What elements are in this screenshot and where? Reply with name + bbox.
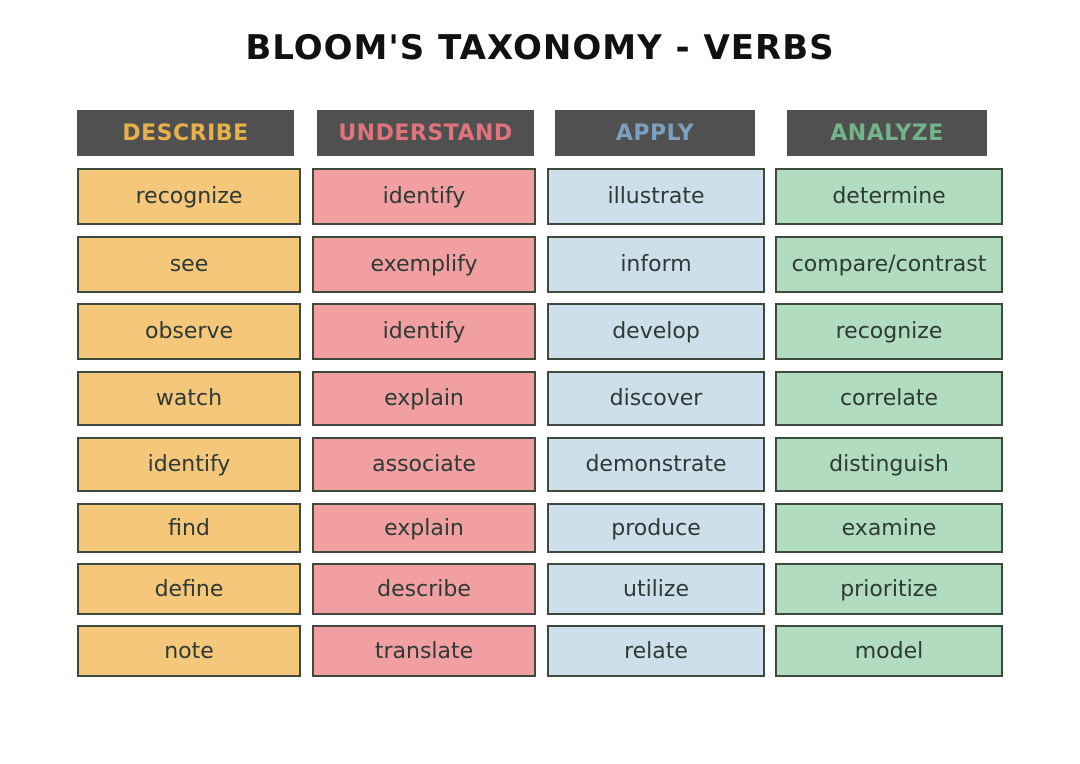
verb-cell: explain bbox=[312, 503, 536, 553]
verb-cell: identify bbox=[312, 168, 536, 225]
verb-cell: identify bbox=[77, 437, 301, 492]
verb-cell: determine bbox=[775, 168, 1003, 225]
verb-cell: watch bbox=[77, 371, 301, 426]
verb-cell: examine bbox=[775, 503, 1003, 553]
verb-cell: relate bbox=[547, 625, 765, 677]
verb-cell: discover bbox=[547, 371, 765, 426]
verb-cell: translate bbox=[312, 625, 536, 677]
verb-cell: observe bbox=[77, 303, 301, 360]
verb-cell: demonstrate bbox=[547, 437, 765, 492]
verb-cell: prioritize bbox=[775, 563, 1003, 615]
verb-cell: find bbox=[77, 503, 301, 553]
verb-cell: describe bbox=[312, 563, 536, 615]
verb-cell: recognize bbox=[77, 168, 301, 225]
page-title: BLOOM'S TAXONOMY - VERBS bbox=[245, 28, 835, 68]
verb-cell: define bbox=[77, 563, 301, 615]
verb-cell: note bbox=[77, 625, 301, 677]
column-header-describe: DESCRIBE bbox=[77, 110, 294, 156]
verb-cell: compare/contrast bbox=[775, 236, 1003, 293]
verb-cell: illustrate bbox=[547, 168, 765, 225]
verb-cell: correlate bbox=[775, 371, 1003, 426]
verb-cell: associate bbox=[312, 437, 536, 492]
verb-cell: develop bbox=[547, 303, 765, 360]
column-header-understand: UNDERSTAND bbox=[317, 110, 534, 156]
verb-cell: model bbox=[775, 625, 1003, 677]
verb-cell: identify bbox=[312, 303, 536, 360]
column-header-analyze: ANALYZE bbox=[787, 110, 987, 156]
verb-cell: produce bbox=[547, 503, 765, 553]
verb-cell: inform bbox=[547, 236, 765, 293]
verb-cell: recognize bbox=[775, 303, 1003, 360]
verb-cell: exemplify bbox=[312, 236, 536, 293]
verb-cell: distinguish bbox=[775, 437, 1003, 492]
verb-cell: explain bbox=[312, 371, 536, 426]
verb-cell: see bbox=[77, 236, 301, 293]
column-header-apply: APPLY bbox=[555, 110, 755, 156]
verb-cell: utilize bbox=[547, 563, 765, 615]
